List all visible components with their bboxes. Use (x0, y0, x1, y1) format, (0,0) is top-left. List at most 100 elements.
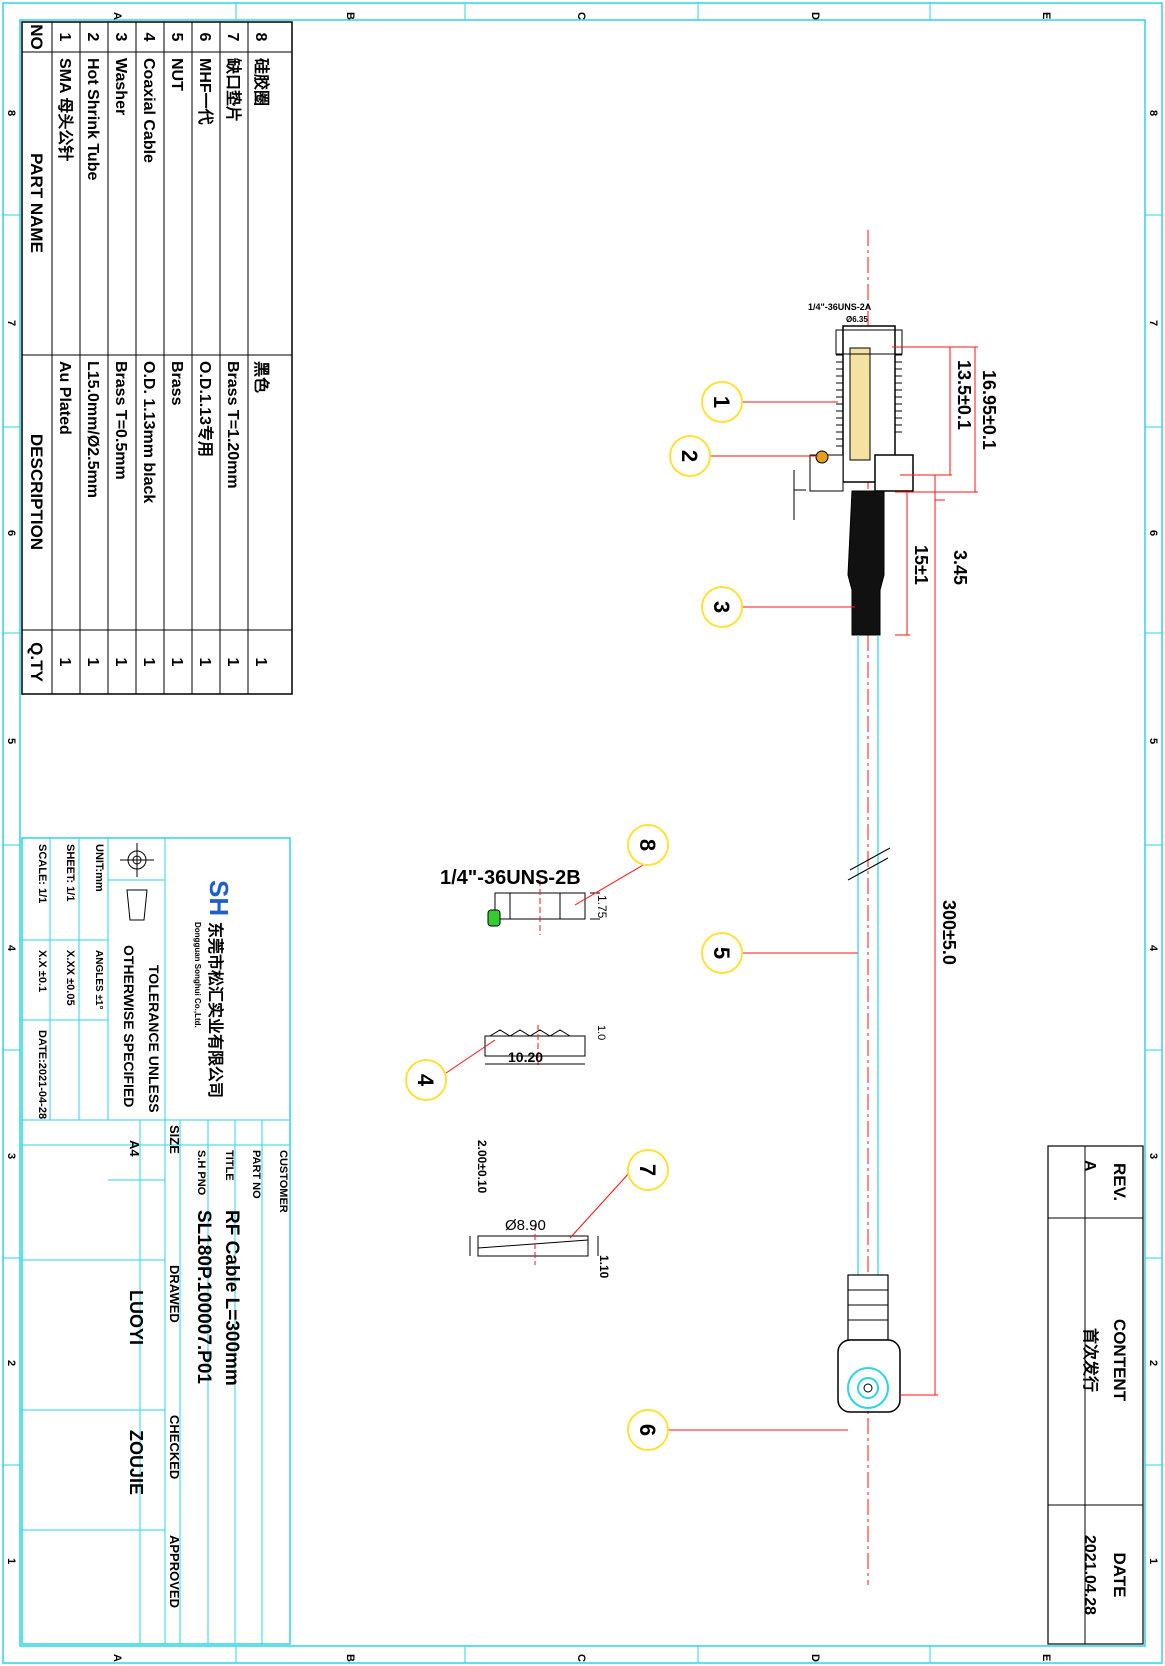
revision-value-rev: A (1081, 1160, 1098, 1172)
balloon-circle (701, 932, 743, 974)
company-logo: SH (204, 880, 234, 916)
sh-pno-value: SL180P.100007.P01 (193, 1210, 214, 1384)
approved-label: APPROVED (167, 1535, 182, 1608)
customer-label: CUSTOMER (277, 1150, 289, 1213)
bom-row-part-name: MHF一代 (196, 58, 215, 125)
zone-number-6-right: 6 (1147, 530, 1159, 536)
bom-row-no: 1 (56, 33, 73, 42)
zone-number-3: 3 (5, 1153, 17, 1159)
size-value: A4 (127, 1140, 142, 1157)
bom-row-qty: 1 (140, 658, 157, 667)
revision-header-date: DATE (1110, 1552, 1129, 1597)
scale-label: SCALE: 1/1 (36, 844, 48, 903)
balloon-number: 3 (709, 601, 734, 613)
zone-number-7: 7 (5, 320, 17, 326)
balloon-number: 4 (413, 1074, 438, 1087)
zone-letter-a: A (111, 12, 123, 20)
bom-row-description: L15.0mm/Ø2.5mm (84, 361, 101, 498)
bom-row-part-name: Washer (112, 58, 129, 115)
leader-lines (445, 401, 858, 1431)
coaxial-cable (857, 635, 879, 1275)
bom-row-qty: 1 (196, 658, 213, 667)
zone-number-1: 1 (5, 1558, 17, 1564)
zone-letter-d-bottom: D (809, 1654, 821, 1662)
bom-row-qty: 1 (252, 658, 269, 667)
balloon-4: 4 (405, 1059, 447, 1101)
revision-header-content: CONTENT (1110, 1319, 1129, 1402)
zone-letter-e-bottom: E (1040, 1654, 1052, 1661)
zone-number-7-right: 7 (1147, 320, 1159, 326)
detail-notched-washer: Ø8.90 2.00±0.10 1.10 (469, 1140, 611, 1279)
bom-row-description: Brass T=0.5mm (112, 361, 129, 480)
bom-row-no: 6 (196, 33, 213, 42)
balloon-3: 3 (701, 586, 743, 628)
dim-10-20: 10.20 (508, 1049, 543, 1065)
zone-number-4-right: 4 (1147, 945, 1159, 952)
zone-number-2-right: 2 (1147, 1360, 1159, 1366)
detail-washer: 10.20 1.0 (484, 1025, 607, 1065)
balloon-circle (627, 1149, 669, 1191)
balloon-number: 1 (709, 396, 734, 408)
dim-1-10: 1.10 (597, 1255, 611, 1279)
dim-3-45: 3.45 (950, 550, 970, 585)
revision-value-content: 首次发行 (1081, 1328, 1100, 1392)
title-label: TITLE (223, 1150, 235, 1181)
bom-row-qty: 1 (56, 658, 73, 667)
dim-thread-top: 1/4"-36UNS-2A (808, 302, 872, 312)
bom-row-part-name: SMA 母头公针 (56, 58, 75, 161)
projection-symbol (120, 843, 154, 921)
bom-table (21, 21, 293, 695)
cable-break-mark (847, 847, 891, 881)
balloon-7: 7 (627, 1149, 669, 1191)
balloon-number: 2 (677, 450, 702, 462)
zone-letter-a-bottom: A (111, 1654, 123, 1662)
bom-header-row: NO PART NAME DESCRIPTION Q.TY (27, 24, 46, 682)
bom-row-qty: 1 (168, 658, 185, 667)
unit-label: UNIT:mm (93, 844, 105, 892)
bom-row-no: 7 (224, 33, 241, 42)
mhf-connector (837, 1274, 901, 1413)
revision-value-date: 2021.04.28 (1081, 1535, 1098, 1615)
dim-1-0: 1.0 (595, 1025, 607, 1040)
balloon-1: 1 (701, 381, 743, 423)
balloon-number: 8 (635, 839, 660, 851)
zone-letter-c-bottom: C (575, 1654, 587, 1662)
dim-thread-sub: Ø6.35 (846, 315, 868, 324)
bom-row-description: Brass T=1.20mm (224, 361, 241, 489)
balloon-circle (627, 824, 669, 866)
sheet-label: SHEET: 1/1 (64, 844, 76, 901)
zone-number-2: 2 (5, 1360, 17, 1366)
zone-number-6: 6 (5, 530, 17, 536)
bom-row-part-name: 硅胶圈 (252, 58, 271, 106)
size-label: SIZE (167, 1125, 182, 1154)
zone-letter-b-bottom: B (344, 1654, 356, 1662)
bom-header-no: NO (27, 24, 46, 50)
revision-header-rev: REV. (1110, 1163, 1129, 1201)
bom-row-no: 4 (140, 33, 157, 42)
balloon-circle (627, 1409, 669, 1451)
heat-shrink-tube (847, 490, 885, 636)
balloon-number: 5 (709, 947, 734, 959)
sh-pno-label: S.H PNO (195, 1150, 207, 1196)
zone-number-5: 5 (5, 738, 17, 744)
balloon-number: 6 (635, 1424, 660, 1436)
balloons: 1 2 3 4 5 6 7 8 (405, 381, 743, 1451)
dim-15: 15±1 (911, 545, 931, 585)
zone-number-8: 8 (5, 110, 17, 116)
bom-header-part-name: PART NAME (27, 153, 46, 253)
balloon-circle (701, 586, 743, 628)
title-value: RF Cable L=300mm (221, 1210, 242, 1386)
zone-letter-c: C (575, 12, 587, 20)
sma-connector (793, 325, 914, 520)
balloon-5: 5 (701, 932, 743, 974)
balloon-2: 2 (669, 435, 711, 477)
